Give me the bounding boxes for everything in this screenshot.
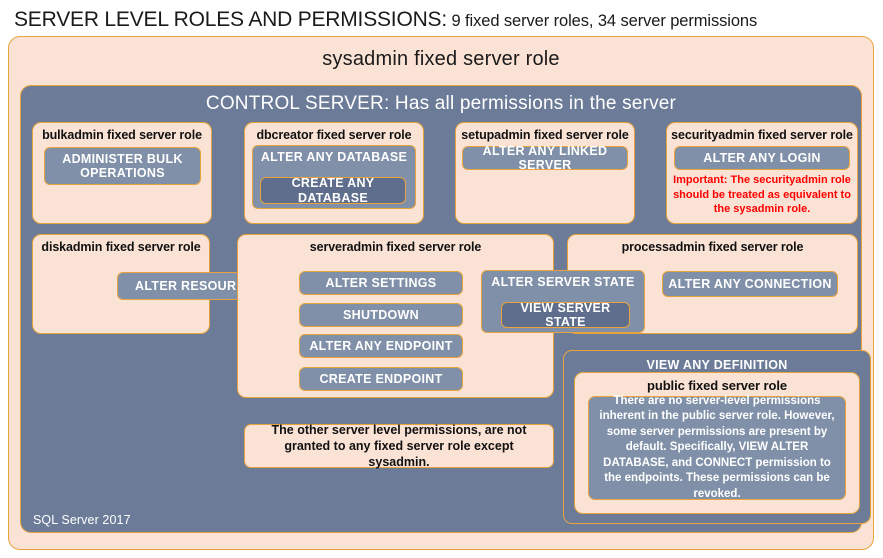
view-any-definition-label: VIEW ANY DEFINITION bbox=[646, 358, 788, 372]
role-title-dbcreator: dbcreator fixed server role bbox=[256, 128, 412, 142]
securityadmin-warning-note: Important: The securityadmin role should… bbox=[673, 173, 851, 216]
role-title-public: public fixed server role bbox=[647, 378, 787, 393]
page-title-subtitle: 9 fixed server roles, 34 server permissi… bbox=[447, 12, 758, 30]
permission-create-any-database[interactable]: CREATE ANY DATABASE bbox=[260, 176, 406, 205]
role-box-setupadmin bbox=[455, 122, 635, 224]
permission-alter-any-linked-server[interactable]: ALTER ANY LINKED SERVER bbox=[462, 144, 628, 172]
sysadmin-role-label: sysadmin fixed server role bbox=[322, 48, 560, 70]
permission-create-endpoint[interactable]: CREATE ENDPOINT bbox=[299, 367, 463, 391]
page-title-main: SERVER LEVEL ROLES AND PERMISSIONS: bbox=[14, 8, 447, 31]
permission-alter-settings[interactable]: ALTER SETTINGS bbox=[299, 271, 463, 295]
role-title-processadmin: processadmin fixed server role bbox=[621, 240, 804, 254]
role-title-setupadmin: setupadmin fixed server role bbox=[461, 128, 629, 142]
page-title: SERVER LEVEL ROLES AND PERMISSIONS: 9 fi… bbox=[14, 8, 874, 34]
role-title-serveradmin: serveradmin fixed server role bbox=[309, 240, 482, 254]
control-server-label: CONTROL SERVER: Has all permissions in t… bbox=[205, 93, 677, 114]
role-title-bulkadmin: bulkadmin fixed server role bbox=[42, 128, 202, 142]
role-box-securityadmin bbox=[666, 122, 858, 224]
footer-version-label: SQL Server 2017 bbox=[33, 513, 131, 527]
public-role-note: There are no server-level permissions in… bbox=[588, 395, 846, 500]
permission-administer-bulk-operations[interactable]: ADMINISTER BULK OPERATIONS bbox=[44, 147, 201, 185]
role-title-diskadmin: diskadmin fixed server role bbox=[41, 240, 201, 254]
other-permissions-note: The other server level permissions, are … bbox=[244, 423, 554, 469]
permission-shutdown[interactable]: SHUTDOWN bbox=[299, 303, 463, 327]
permission-alter-any-endpoint[interactable]: ALTER ANY ENDPOINT bbox=[299, 334, 463, 358]
permission-alter-any-login[interactable]: ALTER ANY LOGIN bbox=[674, 146, 850, 170]
permission-view-server-state[interactable]: VIEW SERVER STATE bbox=[501, 301, 630, 329]
role-title-securityadmin: securityadmin fixed server role bbox=[671, 128, 853, 142]
permission-alter-any-connection[interactable]: ALTER ANY CONNECTION bbox=[662, 271, 838, 297]
